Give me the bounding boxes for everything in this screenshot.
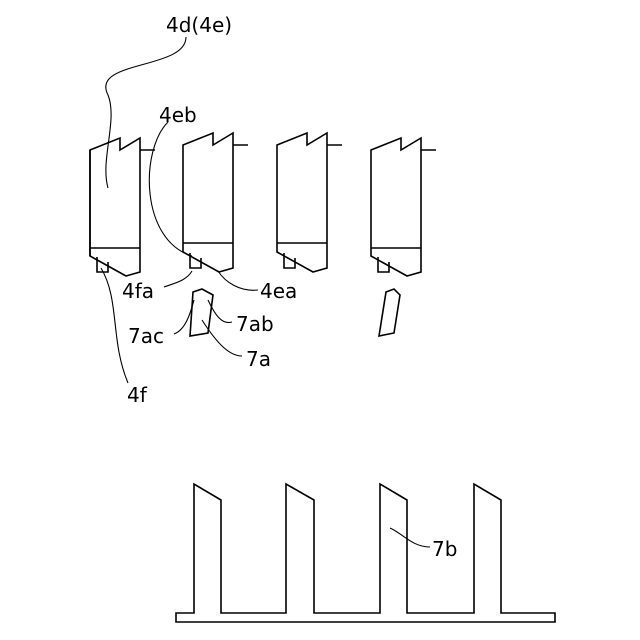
label-4f: 4f [127,383,148,407]
label-4fa: 4fa [122,279,154,303]
label-4eb: 4eb [159,103,197,127]
terminal-plate-2 [183,133,248,272]
leader-4fa [164,271,192,287]
label-7ab: 7ab [236,312,274,336]
terminal-plate-3 [277,133,342,272]
label-4d4e: 4d(4e) [166,13,232,37]
blade-7a-right [379,289,400,336]
label-7a: 7a [246,347,271,371]
leader-4ea [218,271,258,290]
comb-7b [176,484,555,622]
terminal-plate-1 [90,138,155,276]
label-7b: 7b [432,537,457,561]
blade-7a-left [190,289,213,336]
label-4ea: 4ea [260,279,297,303]
label-7ac: 7ac [128,324,164,348]
leader-4eb [149,122,192,256]
leader-7b [390,528,430,547]
terminal-plate-4 [371,138,436,276]
